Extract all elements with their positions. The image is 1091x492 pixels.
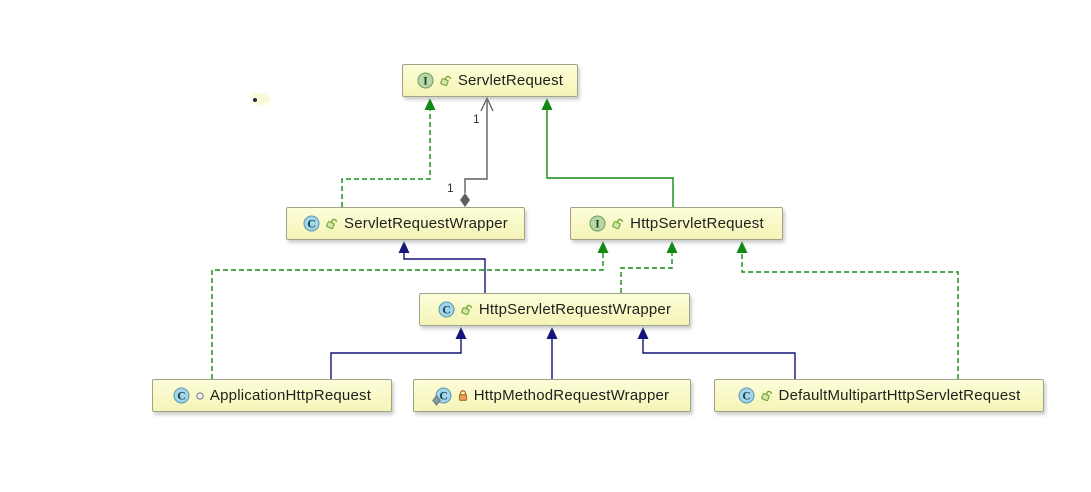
edge-http-servlet-request-wrapper--implements--http-servlet-request[interactable] xyxy=(620,241,678,293)
edge-default-multipart--implements--http-servlet-request[interactable] xyxy=(736,241,959,379)
multiplicity-label: 1 xyxy=(473,112,480,126)
solid-arrowhead-icon xyxy=(736,241,748,253)
class-node-servlet-request[interactable]: I ServletRequest xyxy=(402,64,578,97)
public-open-lock-icon xyxy=(325,217,339,231)
class-node-http-method-request-wrapper[interactable]: C HttpMethodRequestWrapper xyxy=(413,379,691,412)
class-icon: C xyxy=(431,387,452,406)
class-icon: C xyxy=(738,387,755,404)
class-node-http-servlet-request[interactable]: I HttpServletRequest xyxy=(570,207,783,240)
edge-application-http-request--extends--http-servlet-request-wrapper[interactable] xyxy=(330,327,467,379)
class-node-default-multipart-http-servlet-request[interactable]: C DefaultMultipartHttpServletRequest xyxy=(714,379,1044,412)
solid-arrowhead-icon xyxy=(546,327,558,339)
svg-text:C: C xyxy=(439,390,447,402)
class-name-label: ServletRequestWrapper xyxy=(344,215,508,232)
class-name-label: ApplicationHttpRequest xyxy=(209,387,372,404)
class-name-label: HttpMethodRequestWrapper xyxy=(473,387,670,404)
private-closed-lock-icon xyxy=(457,389,469,402)
class-icon: C xyxy=(173,387,190,404)
svg-text:I: I xyxy=(595,218,600,230)
solid-arrowhead-icon xyxy=(424,98,436,110)
svg-text:C: C xyxy=(442,304,450,316)
svg-text:C: C xyxy=(307,218,315,230)
class-name-label: HttpServletRequest xyxy=(630,215,764,232)
svg-text:C: C xyxy=(177,390,185,402)
solid-arrowhead-icon xyxy=(398,241,410,253)
class-icon: C xyxy=(303,215,320,232)
public-open-lock-icon xyxy=(760,389,774,403)
solid-arrowhead-icon xyxy=(666,241,678,253)
solid-arrowhead-icon xyxy=(541,98,553,110)
svg-text:C: C xyxy=(742,390,750,402)
open-arrowhead-icon xyxy=(480,96,494,112)
solid-arrowhead-icon xyxy=(597,241,609,253)
edge-default-multipart--extends--http-servlet-request-wrapper[interactable] xyxy=(637,327,796,379)
solid-arrowhead-icon xyxy=(637,327,649,339)
stray-dot xyxy=(253,98,257,102)
edge-http-servlet-request--extends--servlet-request[interactable] xyxy=(541,98,674,207)
public-open-lock-icon xyxy=(611,217,625,231)
solid-arrowhead-icon xyxy=(455,327,467,339)
class-name-label: DefaultMultipartHttpServletRequest xyxy=(778,387,1021,404)
public-open-lock-icon xyxy=(460,303,474,317)
class-name-label: ServletRequest xyxy=(457,72,564,89)
aggregation-diamond-icon xyxy=(460,193,470,207)
stray-smudge xyxy=(250,93,270,105)
static-diamond-icon xyxy=(431,395,441,406)
svg-text:I: I xyxy=(423,75,428,87)
edge-http-servlet-request-wrapper--extends--servlet-request-wrapper[interactable] xyxy=(398,241,486,293)
edge-servlet-request-wrapper--implements--servlet-request[interactable] xyxy=(341,98,436,207)
class-icon: C xyxy=(438,301,455,318)
package-private-circle-icon xyxy=(195,391,205,401)
class-node-application-http-request[interactable]: C ApplicationHttpRequest xyxy=(152,379,392,412)
class-node-servlet-request-wrapper[interactable]: C ServletRequestWrapper xyxy=(286,207,525,240)
edge-http-method-request-wrapper--extends--http-servlet-request-wrapper[interactable] xyxy=(546,327,558,379)
public-open-lock-icon xyxy=(439,74,453,88)
class-node-http-servlet-request-wrapper[interactable]: C HttpServletRequestWrapper xyxy=(419,293,690,326)
edge-application-http-request--implements--http-servlet-request[interactable] xyxy=(211,241,609,379)
class-name-label: HttpServletRequestWrapper xyxy=(478,301,672,318)
multiplicity-label: 1 xyxy=(447,181,454,195)
interface-icon: I xyxy=(589,215,606,232)
edge-servlet-request-wrapper--aggregates--servlet-request[interactable]: 11 xyxy=(447,96,494,207)
interface-icon: I xyxy=(417,72,434,89)
